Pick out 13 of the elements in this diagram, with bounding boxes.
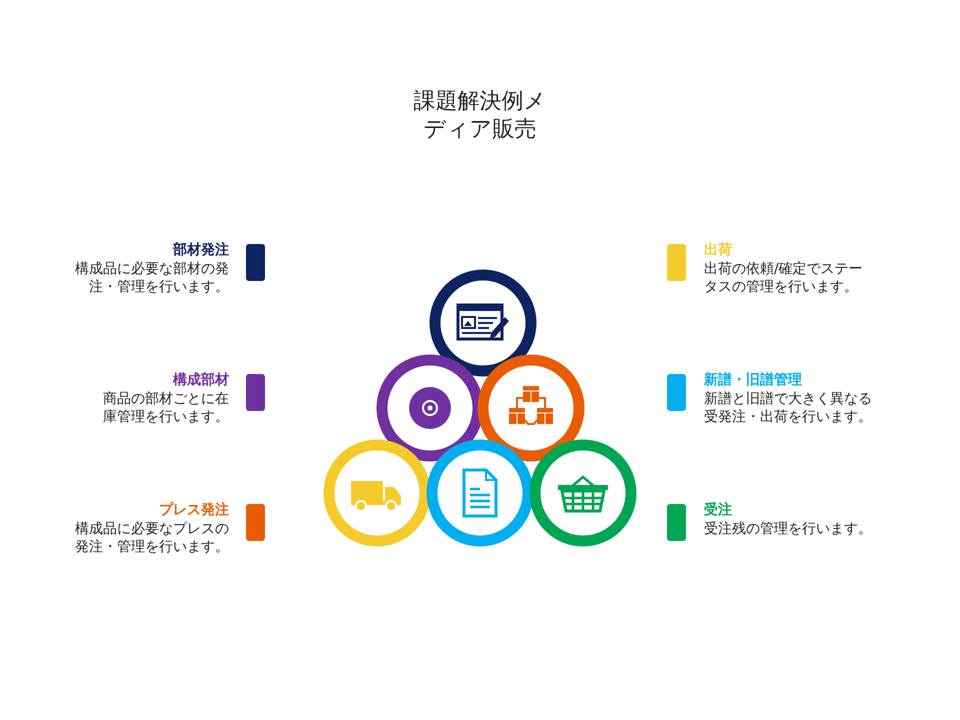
description: 新譜と旧譜で大きく異なる受発注・出荷を行います。 bbox=[704, 390, 873, 426]
heading: 新譜・旧譜管理 bbox=[704, 371, 803, 389]
heading: プレス発注 bbox=[158, 501, 229, 519]
description: 構成品に必要なプレスの発注・管理を行います。 bbox=[74, 520, 229, 556]
heading: 部材発注 bbox=[172, 241, 229, 259]
heading: 受注 bbox=[704, 501, 733, 519]
title: 課題解決例メディア販売 bbox=[412, 88, 548, 144]
heading: 構成部材 bbox=[172, 371, 229, 389]
description: 構成品に必要な部材の発注・管理を行います。 bbox=[74, 260, 229, 296]
description: 出荷の依頼/確定でステータスの管理を行います。 bbox=[704, 260, 864, 296]
heading: 出荷 bbox=[704, 241, 733, 259]
description: 商品の部材ごとに在庫管理を行います。 bbox=[102, 390, 229, 426]
description: 受注残の管理を行います。 bbox=[704, 520, 873, 538]
